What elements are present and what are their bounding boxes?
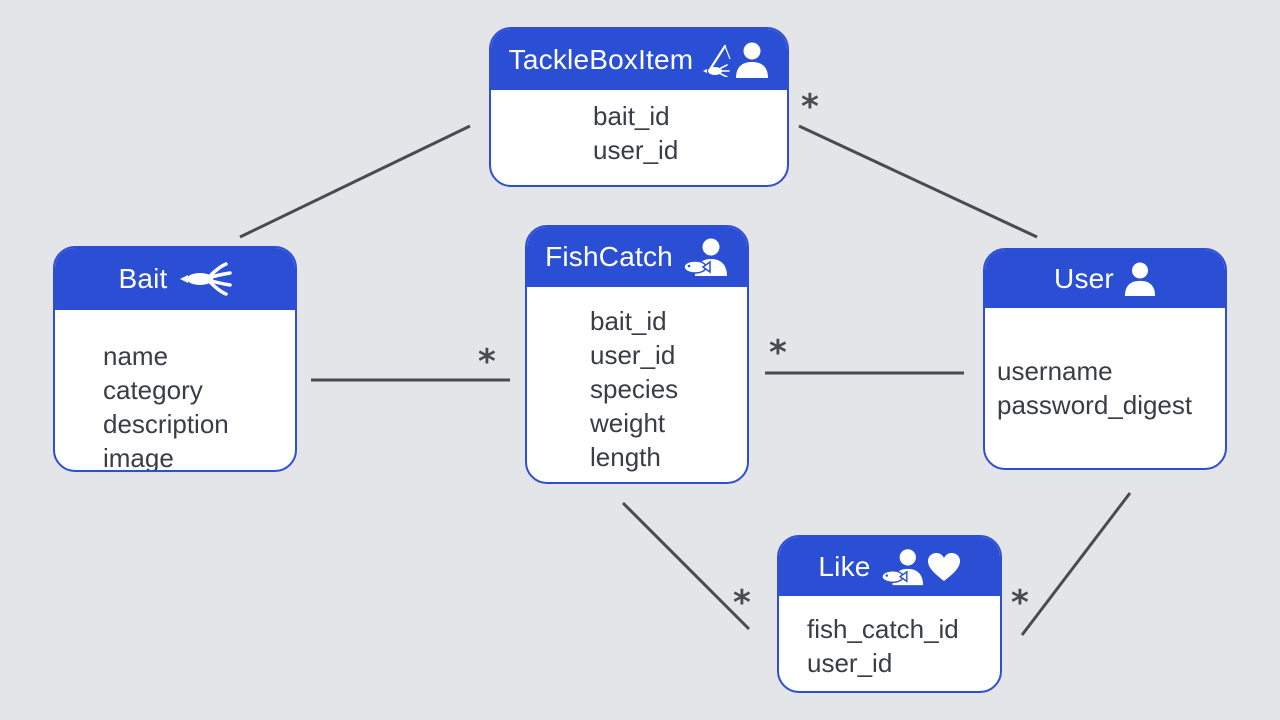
entity-bait: Bait name category description image xyxy=(53,246,297,472)
field: description xyxy=(103,409,229,439)
fishing-rod-icon xyxy=(703,44,731,77)
field: name xyxy=(103,341,169,371)
multiplicity-marker: * xyxy=(1011,583,1029,623)
entity-header: TackleBoxItem xyxy=(491,29,787,90)
field: bait_id xyxy=(593,101,670,131)
field: user_id xyxy=(807,648,893,678)
user-with-fish-icon xyxy=(880,548,923,585)
user-with-fish-icon xyxy=(683,238,727,276)
entity-title: Like xyxy=(818,550,871,582)
multiplicity-marker: * xyxy=(478,342,496,382)
entity-header: Like xyxy=(779,537,1000,596)
field: user_id xyxy=(590,340,676,370)
connector-bait-tacklebox xyxy=(239,124,471,239)
field: bait_id xyxy=(590,306,667,336)
entity-title: User xyxy=(1054,263,1114,294)
fishing-lure-icon xyxy=(179,262,232,296)
connector-user-like xyxy=(1020,492,1132,636)
entity-header: User xyxy=(985,250,1225,308)
entity-header: FishCatch xyxy=(527,227,747,287)
field: image xyxy=(103,443,174,472)
field-list: name category description image xyxy=(103,339,229,472)
entity-fish-catch: FishCatch bait_id user_id species weight… xyxy=(525,225,749,484)
entity-tackle-box-item: TackleBoxItem bait_id user_id xyxy=(489,27,789,187)
multiplicity-marker: * xyxy=(769,333,787,373)
connector-fishcatch-like xyxy=(621,501,751,631)
field: fish_catch_id xyxy=(807,614,959,644)
user-icon xyxy=(1124,262,1156,296)
entity-title: FishCatch xyxy=(545,241,673,272)
entity-header: Bait xyxy=(55,248,295,310)
field: length xyxy=(590,442,661,472)
entity-title: Bait xyxy=(118,263,168,294)
entity-user: User username password_digest xyxy=(983,248,1227,470)
field: username xyxy=(997,356,1113,386)
user-icon xyxy=(736,42,769,78)
field: species xyxy=(590,374,679,404)
multiplicity-marker: * xyxy=(733,583,751,623)
field-list: fish_catch_id user_id xyxy=(807,612,959,680)
field-list: username password_digest xyxy=(997,354,1192,422)
field: password_digest xyxy=(997,390,1193,420)
entity-like: Like fish_catch_id user_id xyxy=(777,535,1002,693)
field-list: bait_id user_id xyxy=(593,99,678,167)
field-list: bait_id user_id species weight length xyxy=(590,304,678,474)
connector-tacklebox-user xyxy=(798,124,1038,239)
field: user_id xyxy=(593,135,679,165)
multiplicity-marker: * xyxy=(801,87,819,127)
entity-title: TackleBoxItem xyxy=(508,43,694,75)
field: weight xyxy=(590,408,666,438)
heart-icon xyxy=(927,552,960,581)
field: category xyxy=(103,375,203,405)
